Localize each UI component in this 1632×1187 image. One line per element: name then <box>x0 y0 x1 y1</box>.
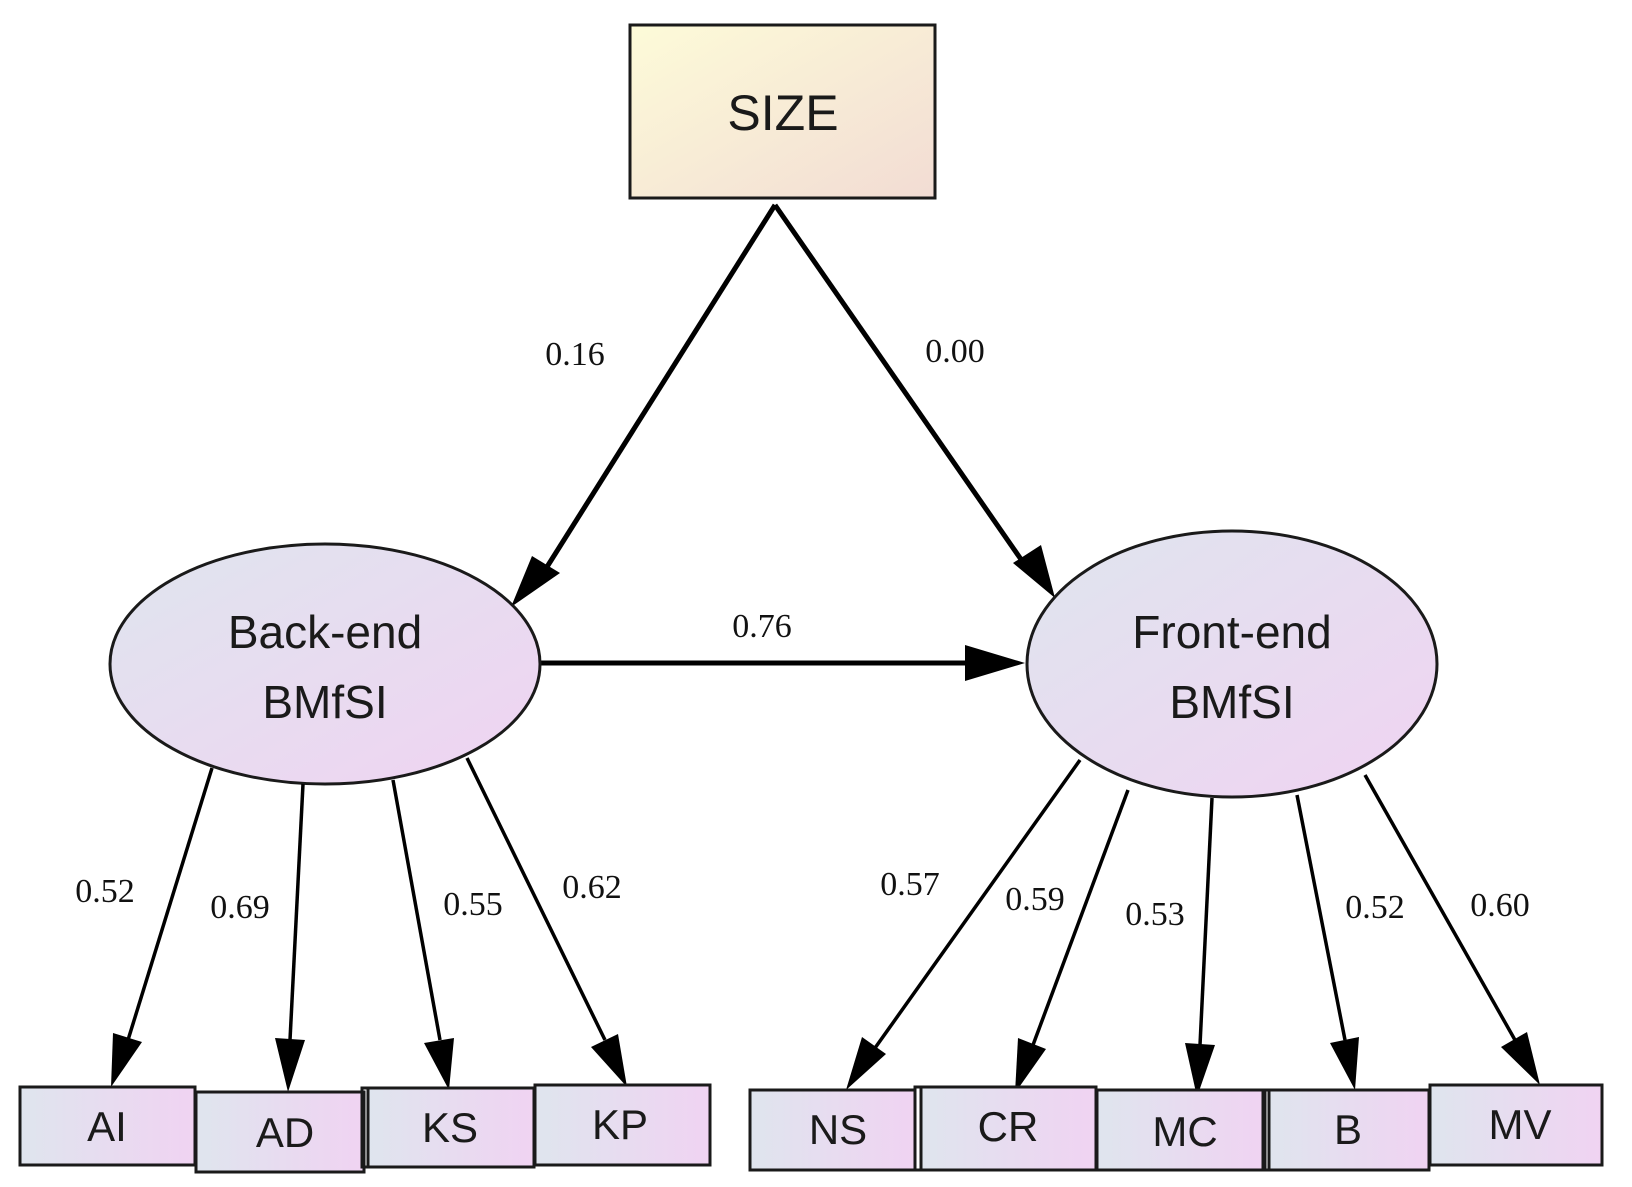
frontend-label-line2: BMfSI <box>1169 676 1294 728</box>
coef-backend-kp: 0.62 <box>562 869 622 906</box>
backend-latent-node: Back-end BMfSI <box>108 542 542 786</box>
indicator-ai: AI <box>18 1085 197 1167</box>
indicator-ai-label: AI <box>87 1103 127 1150</box>
frontend-latent-node: Front-end BMfSI <box>1025 529 1439 799</box>
arrowhead-backend-ad <box>275 1038 305 1092</box>
path-frontend-cr <box>1031 789 1130 1046</box>
arrowhead-frontend-mc <box>1185 1043 1215 1097</box>
coef-backend-ks: 0.55 <box>443 886 503 923</box>
coef-frontend-mc: 0.53 <box>1125 896 1185 933</box>
arrowhead-backend-frontend <box>965 645 1025 681</box>
arrowhead-frontend-mv <box>1501 1032 1540 1085</box>
arrowhead-frontend-ns <box>846 1037 886 1090</box>
arrowhead-backend-ai <box>111 1033 142 1087</box>
indicator-ks: KS <box>360 1086 536 1169</box>
indicator-b: B <box>1261 1088 1431 1172</box>
indicator-b-label: B <box>1334 1106 1362 1153</box>
arrowhead-backend-ks <box>424 1038 454 1090</box>
indicator-cr: CR <box>913 1085 1098 1172</box>
arrowhead-size-backend <box>511 556 560 607</box>
indicator-ks-label: KS <box>422 1104 478 1151</box>
backend-loadings <box>111 757 627 1092</box>
coef-frontend-cr: 0.59 <box>1005 881 1065 918</box>
structural-paths <box>511 203 1055 681</box>
coef-size-frontend: 0.00 <box>925 333 985 370</box>
indicator-mc-label: MC <box>1152 1108 1217 1155</box>
coef-backend-ad: 0.69 <box>210 889 270 926</box>
path-backend-kp <box>465 757 607 1041</box>
arrowhead-frontend-cr <box>1015 1038 1046 1093</box>
indicator-kp: KP <box>533 1083 712 1167</box>
indicator-mc: MC <box>1095 1088 1267 1172</box>
coef-frontend-b: 0.52 <box>1345 889 1405 926</box>
path-backend-ks <box>391 779 442 1041</box>
path-backend-ad <box>288 783 305 1041</box>
coef-size-backend: 0.16 <box>545 336 605 373</box>
indicator-kp-label: KP <box>592 1101 648 1148</box>
path-frontend-mc <box>1198 797 1214 1046</box>
path-frontend-b <box>1295 794 1347 1041</box>
path-size-to-backend <box>537 203 778 580</box>
arrowhead-frontend-b <box>1330 1037 1359 1090</box>
coef-frontend-mv: 0.60 <box>1470 887 1530 924</box>
frontend-label-line1: Front-end <box>1132 606 1331 658</box>
arrowhead-size-frontend <box>1013 545 1055 598</box>
frontend-loadings <box>846 758 1540 1097</box>
indicator-ns-label: NS <box>809 1106 867 1153</box>
path-size-to-frontend <box>772 203 1030 570</box>
coef-frontend-ns: 0.57 <box>880 866 940 903</box>
path-backend-ai <box>126 767 214 1041</box>
arrowhead-backend-kp <box>591 1034 627 1087</box>
path-frontend-ns <box>873 758 1082 1050</box>
backend-label-line1: Back-end <box>228 606 422 658</box>
indicator-ns: NS <box>748 1088 917 1172</box>
coef-backend-frontend: 0.76 <box>732 608 792 645</box>
coef-backend-ai: 0.52 <box>75 873 135 910</box>
indicator-ad-label: AD <box>256 1109 314 1156</box>
indicator-cr-label: CR <box>978 1103 1039 1150</box>
indicator-mv: MV <box>1428 1083 1604 1167</box>
indicator-ad: AD <box>194 1090 366 1174</box>
size-label: SIZE <box>727 85 838 141</box>
size-node: SIZE <box>628 23 937 200</box>
backend-label-line2: BMfSI <box>262 676 387 728</box>
path-frontend-mv <box>1363 774 1517 1041</box>
indicator-mv-label: MV <box>1489 1101 1552 1148</box>
